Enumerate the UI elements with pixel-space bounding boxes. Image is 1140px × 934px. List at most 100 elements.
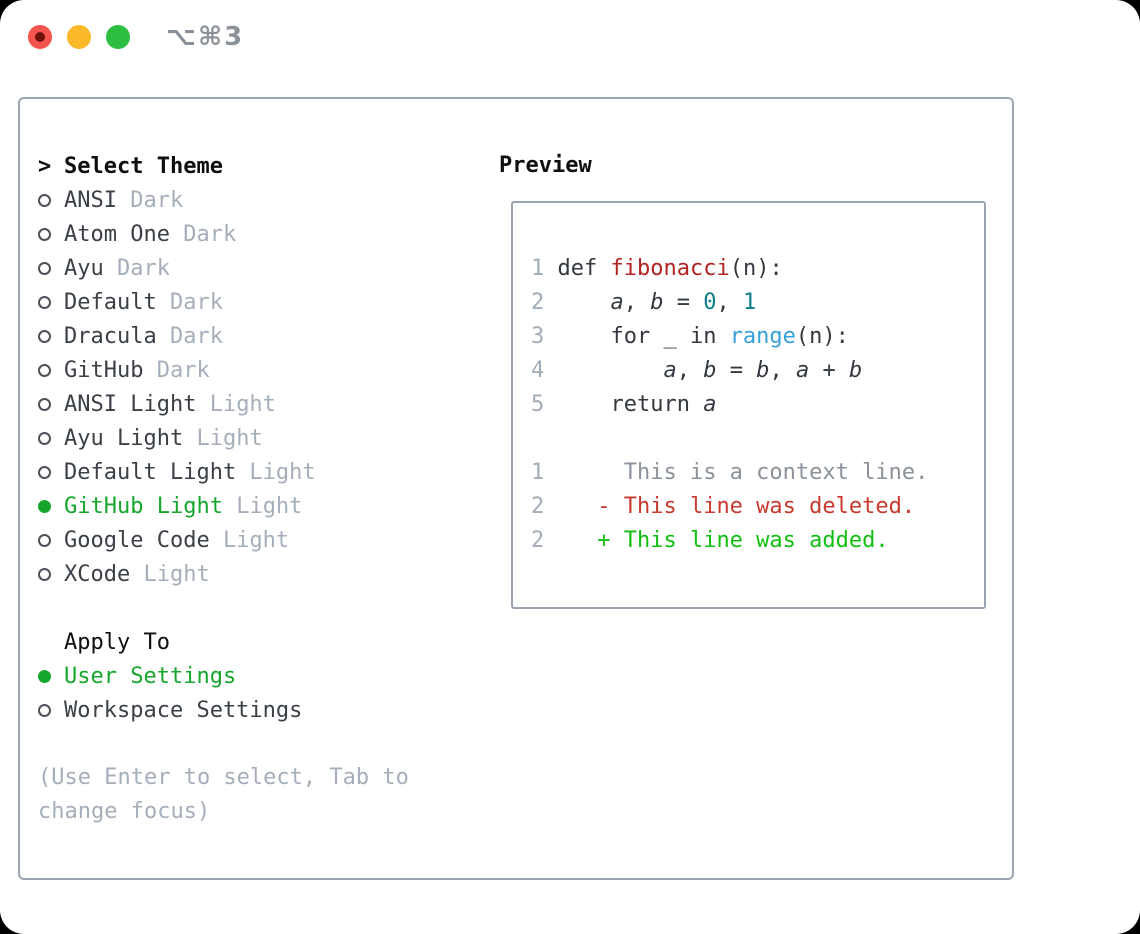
token-plain: (n): [795, 324, 849, 349]
radio-icon [38, 431, 51, 445]
token-plain: + [809, 358, 849, 383]
theme-name: GitHub Light [64, 493, 223, 519]
theme-picker-header: Select Theme [64, 153, 223, 179]
minimize-button[interactable] [67, 25, 91, 49]
line-number: 1 [531, 256, 545, 281]
theme-name: Google Code [64, 527, 210, 553]
line-number: 4 [531, 358, 545, 383]
theme-name: GitHub [64, 357, 144, 383]
prompt-caret-icon: > [38, 153, 52, 179]
token-plain: , [623, 290, 651, 315]
apply-option-workspace-settings[interactable]: Workspace Settings [38, 693, 409, 727]
token-plain: , [716, 290, 743, 315]
token-plain [558, 358, 664, 383]
apply-to-header-row: Apply To [38, 625, 409, 659]
theme-variant: Dark [156, 323, 223, 349]
theme-name: ANSI Light [64, 391, 197, 417]
token-plain: = [663, 290, 704, 315]
code-line [531, 422, 984, 456]
token-var: a [663, 358, 677, 383]
token-deleted: - This line was deleted. [557, 494, 916, 519]
theme-option-github-light[interactable]: GitHub Light Light [38, 489, 409, 523]
token-var: a [795, 358, 810, 383]
theme-name: Default [64, 289, 157, 315]
radio-icon [38, 533, 51, 547]
window-title: ⌥⌘3 [166, 22, 245, 52]
code-line: 2 + This line was added. [531, 524, 984, 558]
theme-picker-header-row: > Select Theme [38, 149, 409, 183]
token-builtin: range [729, 324, 796, 349]
theme-name: Ayu Light [64, 425, 184, 451]
preview-header: Preview [499, 153, 592, 178]
theme-option-ansi[interactable]: ANSI Dark [38, 183, 409, 217]
token-plain: , [769, 358, 796, 383]
close-dot-icon [35, 32, 45, 42]
token-num: 0 [703, 290, 717, 315]
line-number: 2 [531, 290, 545, 315]
theme-variant: Light [236, 459, 316, 485]
line-number: 2 [531, 528, 545, 553]
apply-option-user-settings[interactable]: User Settings [38, 659, 409, 693]
theme-option-ayu[interactable]: Ayu Dark [38, 251, 409, 285]
apply-option-label: Workspace Settings [64, 697, 303, 723]
theme-name: Dracula [64, 323, 157, 349]
radio-icon [38, 703, 51, 717]
theme-option-google-code[interactable]: Google Code Light [38, 523, 409, 557]
spacer [38, 591, 409, 625]
code-line: 3 for _ in range(n): [531, 320, 984, 354]
line-number: 1 [531, 460, 545, 485]
theme-option-dracula[interactable]: Dracula Dark [38, 319, 409, 353]
token-var: b [703, 358, 717, 383]
theme-option-default-light[interactable]: Default Light Light [38, 455, 409, 489]
theme-option-default[interactable]: Default Dark [38, 285, 409, 319]
code-line: 1 def fibonacci(n): [531, 252, 984, 286]
theme-variant: Dark [116, 187, 184, 213]
theme-name: XCode [64, 561, 131, 587]
token-plain: (n): [729, 256, 783, 281]
theme-variant: Light [183, 425, 263, 451]
apply-to-header: Apply To [64, 629, 170, 655]
theme-variant: Dark [143, 357, 210, 383]
theme-option-xcode[interactable]: XCode Light [38, 557, 409, 591]
theme-option-atom-one[interactable]: Atom One Dark [38, 217, 409, 251]
radio-icon [38, 397, 51, 411]
token-plain: , [676, 358, 704, 383]
line-number: 3 [531, 324, 545, 349]
theme-variant: Light [196, 391, 276, 417]
code-line: 1 This is a context line. [531, 456, 984, 490]
line-number: 2 [531, 494, 545, 519]
code-line: 5 return a [531, 388, 984, 422]
token-var: b [650, 290, 664, 315]
theme-variant: Dark [169, 221, 237, 247]
code-line: 2 a, b = 0, 1 [531, 286, 984, 320]
theme-option-github[interactable]: GitHub Dark [38, 353, 409, 387]
radio-icon [38, 193, 51, 207]
theme-option-ansi-light[interactable]: ANSI Light Light [38, 387, 409, 421]
radio-icon [38, 363, 51, 377]
theme-variant: Light [209, 527, 290, 553]
token-plain: def [557, 256, 611, 281]
keyboard-hint: (Use Enter to select, Tab to change focu… [38, 765, 409, 824]
radio-icon [38, 227, 51, 241]
theme-name: Ayu [64, 255, 104, 281]
theme-variant: Dark [103, 255, 170, 281]
theme-name: ANSI [64, 187, 117, 213]
theme-option-ayu-light[interactable]: Ayu Light Light [38, 421, 409, 455]
radio-selected-icon [38, 499, 51, 513]
close-button[interactable] [28, 25, 52, 49]
zoom-button[interactable] [106, 25, 130, 49]
line-number: 5 [531, 392, 545, 417]
titlebar: ⌥⌘3 [0, 0, 1140, 72]
code-line: 4 a, b = b, a + b [531, 354, 984, 388]
token-var: b [756, 358, 770, 383]
theme-variant: Dark [156, 289, 223, 315]
radio-selected-icon [38, 669, 51, 683]
apply-option-label: User Settings [64, 663, 237, 689]
token-plain [558, 290, 611, 315]
